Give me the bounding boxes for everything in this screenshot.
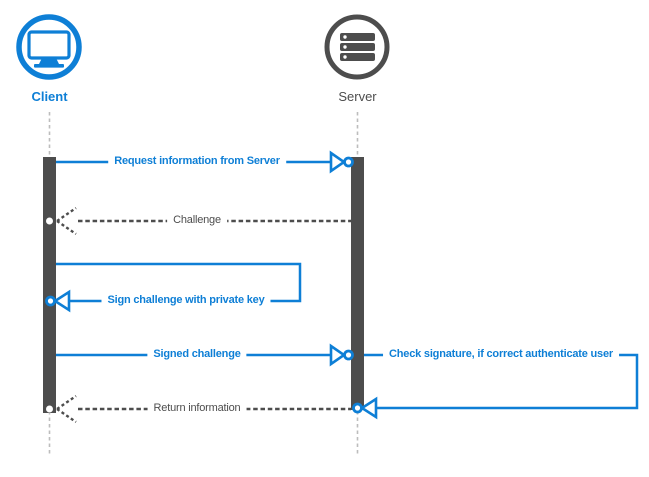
message-4-label: Signed challenge [147,348,247,362]
message-1-endpoint-circle [343,156,354,168]
message-6-sketch-arrowhead-icon [56,395,77,423]
message-2-label: Challenge [167,214,227,228]
message-4-arrowhead-icon [329,343,347,367]
message-2-sketch-arrowhead-icon [56,207,77,235]
message-5-arrowhead-icon [359,396,378,420]
server-stack-icon [324,14,390,80]
message-6-label: Return information [147,402,247,416]
message-5-loop-line [364,353,639,410]
message-5-endpoint-circle [352,402,363,414]
actor-label-client: Client [31,89,68,104]
message-5-label: Check signature, if correct authenticate… [383,348,619,362]
message-6-origin-dot [46,405,53,413]
message-3-arrowhead-icon [52,289,71,313]
message-1-arrowhead-icon [329,150,347,174]
message-2-origin-dot [46,217,53,225]
actor-label-server: Server [338,89,377,104]
message-4-endpoint-circle [343,349,354,361]
message-3-label: Sign challenge with private key [101,294,271,308]
activation-bar-client [43,157,56,413]
message-3-endpoint-circle [45,295,56,307]
computer-monitor-icon [16,14,82,80]
activation-bar-server [351,157,364,410]
message-1-label: Request information from Server [108,155,286,169]
